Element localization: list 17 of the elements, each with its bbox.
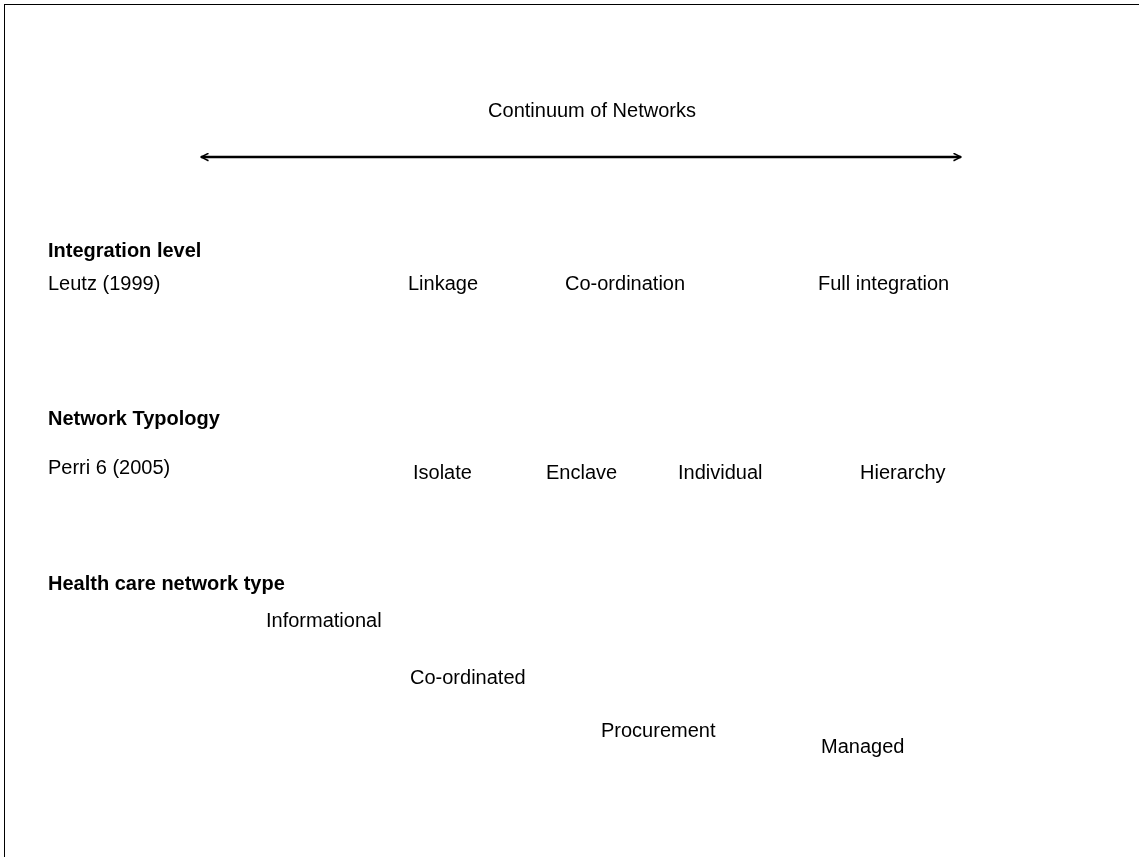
section-heading: Integration level xyxy=(48,238,202,262)
level-label: Co-ordination xyxy=(565,271,686,295)
type-label: Individual xyxy=(678,460,763,484)
type-label: Hierarchy xyxy=(860,460,946,484)
source-label: Perri 6 (2005) xyxy=(48,455,171,479)
level-label: Full integration xyxy=(818,271,950,295)
type-label: Procurement xyxy=(601,718,716,742)
source-label: Leutz (1999) xyxy=(48,271,161,295)
type-label: Informational xyxy=(266,608,382,632)
section-heading: Network Typology xyxy=(48,406,220,430)
level-label: Linkage xyxy=(408,271,479,295)
type-label: Co-ordinated xyxy=(410,665,526,689)
type-label: Isolate xyxy=(413,460,472,484)
heading: Continuum of Networks xyxy=(487,98,697,122)
section-heading: Health care network type xyxy=(48,571,285,595)
type-label: Enclave xyxy=(546,460,618,484)
type-label: Managed xyxy=(821,734,905,758)
